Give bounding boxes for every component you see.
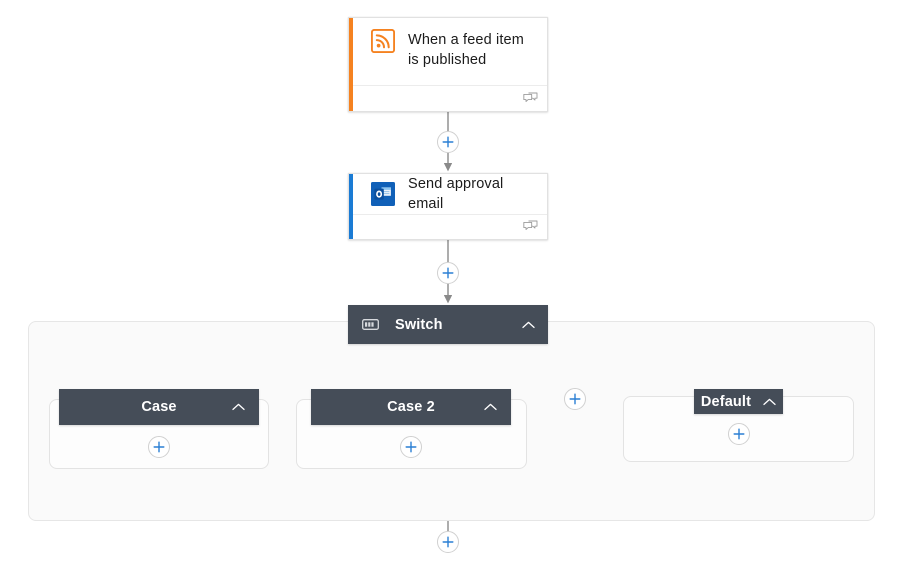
add-step-button-after-trigger[interactable] bbox=[437, 131, 459, 153]
add-step-button-after-switch[interactable] bbox=[437, 531, 459, 553]
add-action-button-default[interactable] bbox=[728, 423, 750, 445]
add-action-button-case-1[interactable] bbox=[148, 436, 170, 458]
node-header: Send approval email bbox=[349, 174, 547, 214]
case-header-case-1[interactable]: Case bbox=[59, 389, 259, 425]
case-header-default[interactable]: Default bbox=[694, 389, 783, 414]
flow-node-trigger[interactable]: When a feed item is published bbox=[348, 17, 548, 112]
node-footer bbox=[353, 213, 547, 239]
plus-icon bbox=[569, 393, 581, 405]
chevron-up-icon[interactable] bbox=[522, 321, 535, 329]
plus-icon bbox=[442, 136, 454, 148]
comments-icon[interactable] bbox=[523, 220, 538, 233]
plus-icon bbox=[153, 441, 165, 453]
switch-node-header[interactable]: Switch bbox=[348, 305, 548, 344]
plus-icon bbox=[733, 428, 745, 440]
case-label: Case bbox=[141, 399, 177, 415]
plus-icon bbox=[442, 267, 454, 279]
outlook-icon bbox=[371, 181, 395, 206]
plus-icon bbox=[442, 536, 454, 548]
node-accent-bar bbox=[349, 174, 353, 239]
chevron-up-icon[interactable] bbox=[763, 398, 776, 406]
case-header-case-2[interactable]: Case 2 bbox=[311, 389, 511, 425]
rss-icon bbox=[371, 29, 395, 53]
node-footer bbox=[353, 85, 547, 111]
flow-node-send-approval-email[interactable]: Send approval email bbox=[348, 173, 548, 240]
switch-icon bbox=[362, 319, 379, 330]
comments-icon[interactable] bbox=[523, 92, 538, 105]
switch-node-label: Switch bbox=[395, 316, 443, 333]
chevron-up-icon[interactable] bbox=[484, 403, 497, 411]
case-label: Case 2 bbox=[387, 399, 435, 415]
add-step-button-after-action[interactable] bbox=[437, 262, 459, 284]
add-action-button-case-2[interactable] bbox=[400, 436, 422, 458]
plus-icon bbox=[405, 441, 417, 453]
chevron-up-icon[interactable] bbox=[232, 403, 245, 411]
node-title: When a feed item is published bbox=[408, 32, 524, 68]
add-case-button[interactable] bbox=[564, 388, 586, 410]
node-accent-bar bbox=[349, 18, 353, 111]
node-header: When a feed item is published bbox=[349, 18, 547, 85]
node-title: Send approval email bbox=[408, 176, 504, 213]
case-label: Default bbox=[700, 393, 752, 410]
